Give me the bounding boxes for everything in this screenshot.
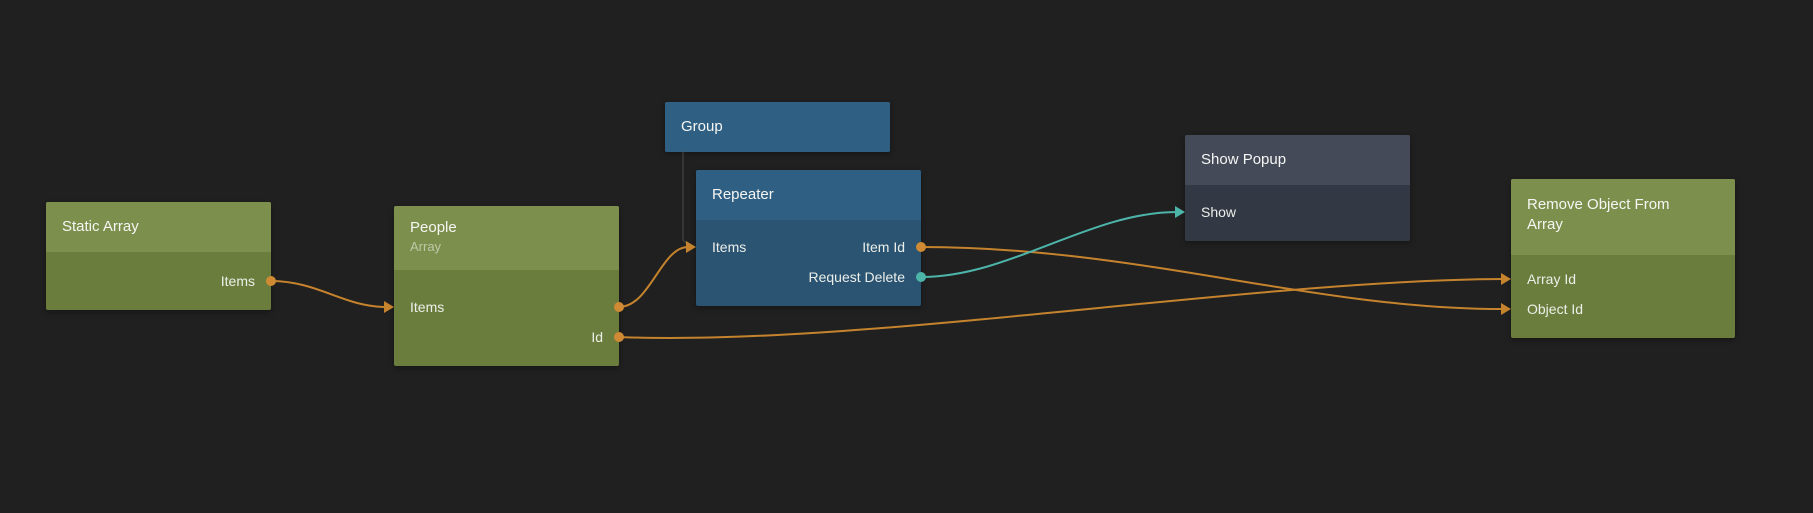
- wire-people-items-to-repeater-items[interactable]: [618, 246, 689, 308]
- node-show-popup[interactable]: Show Popup Show: [1185, 135, 1410, 241]
- wire-repeater-request-delete-to-show-popup-show[interactable]: [920, 211, 1178, 278]
- node-remove-object-from-array[interactable]: Remove Object From Array Array Id Object…: [1511, 179, 1735, 338]
- wire-arrowhead-repeater-items: [686, 241, 696, 253]
- port-remove-object-object-id[interactable]: Object Id: [1511, 294, 1735, 324]
- port-row-repeater-items-itemid: Items Item Id: [696, 232, 921, 262]
- port-repeater-item-id[interactable]: Item Id: [862, 239, 905, 255]
- wire-arrowhead-remove-object-id: [1501, 303, 1511, 315]
- port-people-id[interactable]: Id: [394, 322, 619, 352]
- node-show-popup-body: Show: [1185, 185, 1410, 241]
- port-repeater-items[interactable]: Items: [712, 239, 747, 255]
- node-group-header[interactable]: Group: [665, 102, 890, 152]
- node-static-array-header[interactable]: Static Array: [46, 202, 271, 252]
- wire-arrowhead-remove-array-id: [1501, 273, 1511, 285]
- port-repeater-request-delete[interactable]: Request Delete: [696, 262, 921, 292]
- port-label: Object Id: [1527, 301, 1584, 317]
- node-remove-object-header[interactable]: Remove Object From Array: [1511, 179, 1735, 255]
- wire-repeater-item-id-to-remove-object-id[interactable]: [920, 246, 1504, 310]
- node-subtitle: Array: [410, 239, 442, 254]
- wire-arrowhead-show-popup-show: [1175, 206, 1185, 218]
- node-title: Repeater: [712, 186, 774, 203]
- node-people-header[interactable]: People Array: [394, 206, 619, 270]
- node-static-array[interactable]: Static Array Items: [46, 202, 271, 310]
- port-remove-object-array-id[interactable]: Array Id: [1511, 264, 1735, 294]
- port-label: Request Delete: [808, 269, 905, 285]
- node-title: Static Array: [62, 218, 139, 235]
- node-static-array-body: Items: [46, 252, 271, 310]
- port-label: Items: [220, 273, 255, 289]
- port-static-array-items[interactable]: Items: [46, 266, 271, 296]
- port-label: Id: [591, 329, 603, 345]
- node-title: Show Popup: [1201, 151, 1287, 168]
- port-show-popup-show[interactable]: Show: [1185, 197, 1410, 227]
- node-repeater-header[interactable]: Repeater: [696, 170, 921, 220]
- hierarchy-line-group-repeater: [682, 151, 691, 248]
- node-repeater-body: Items Item Id Request Delete: [696, 220, 921, 306]
- port-label: Array Id: [1527, 271, 1577, 287]
- node-people[interactable]: People Array Items Id: [394, 206, 619, 366]
- node-repeater[interactable]: Repeater Items Item Id Request Delete: [696, 170, 921, 306]
- node-show-popup-header[interactable]: Show Popup: [1185, 135, 1410, 185]
- port-people-items[interactable]: Items: [394, 292, 619, 322]
- port-label: Show: [1201, 204, 1237, 220]
- node-people-body: Items Id: [394, 270, 619, 366]
- node-title: People: [410, 219, 457, 236]
- wire-static-array-items-to-people-items[interactable]: [270, 280, 387, 308]
- port-label: Items: [410, 299, 445, 315]
- node-group[interactable]: Group: [665, 102, 890, 152]
- node-title: Remove Object From Array: [1527, 196, 1670, 233]
- wire-arrowhead-people-items: [384, 301, 394, 313]
- node-title: Group: [681, 118, 723, 135]
- node-remove-object-body: Array Id Object Id: [1511, 255, 1735, 338]
